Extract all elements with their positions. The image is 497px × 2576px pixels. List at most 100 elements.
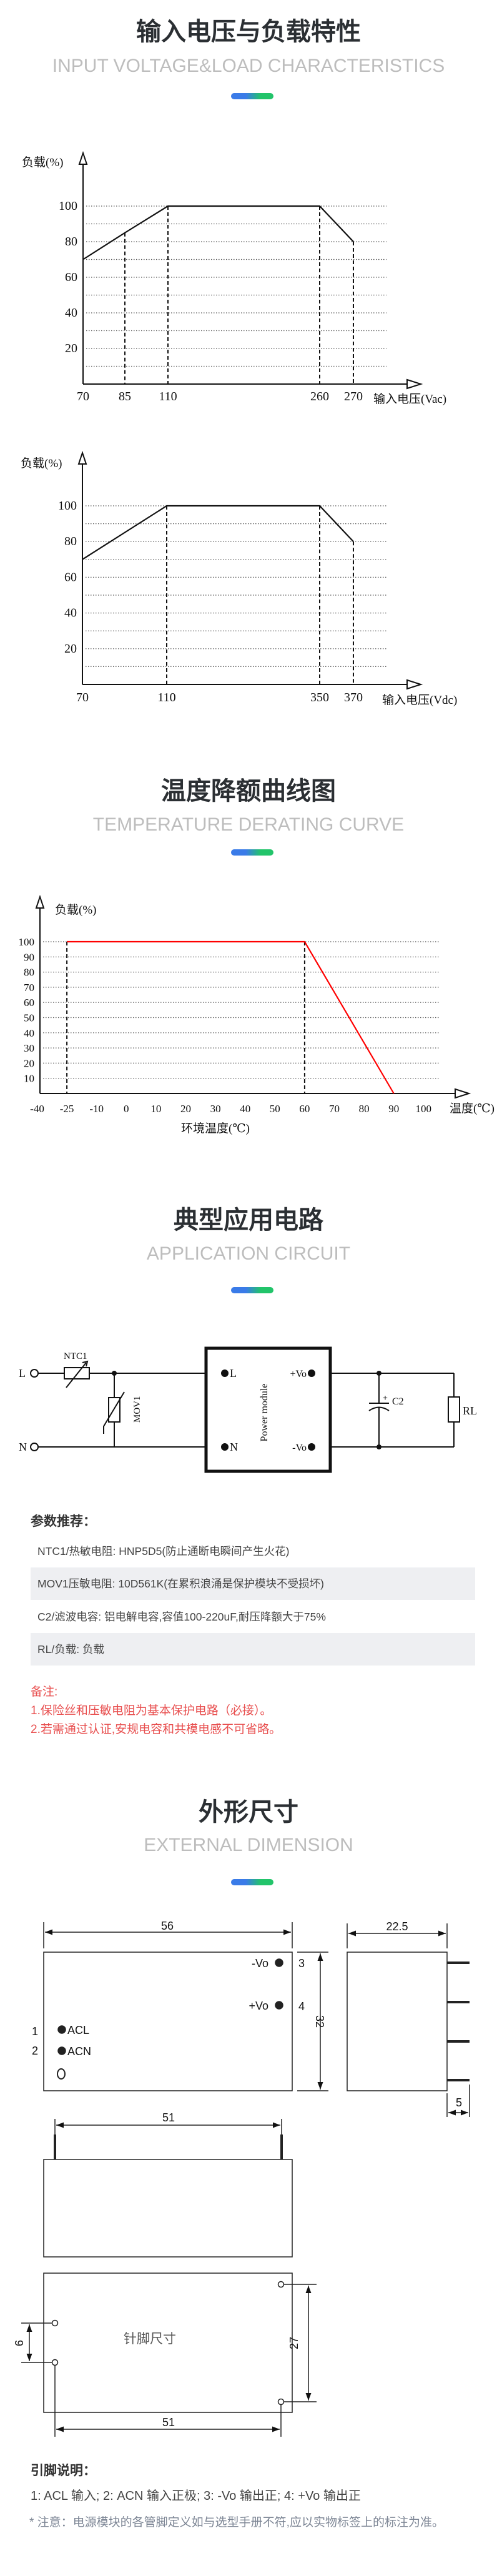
y-tick-label: 50 (24, 1012, 34, 1024)
power-module-label: Power module (259, 1384, 270, 1442)
x-tick-label: 0 (124, 1103, 129, 1115)
y-axis-label: 负载(%) (21, 456, 62, 470)
y-axis-label: 负载(%) (22, 155, 63, 169)
y-tick-label: 20 (65, 342, 77, 355)
x-tick-label: 60 (299, 1103, 310, 1115)
series-line-load (82, 205, 354, 260)
bottom-view (43, 2273, 293, 2413)
section-title-circuit: 典型应用电路 (174, 1207, 323, 1234)
y-tick-label: 80 (65, 235, 77, 249)
x-tick-label: 100 (416, 1103, 432, 1115)
y-tick-label: 20 (64, 642, 77, 656)
module-pin-pos-vo: +Vo (290, 1369, 307, 1379)
x-tick-label: 110 (157, 691, 175, 704)
x-tick-label: 90 (388, 1103, 399, 1115)
y-tick-label: 60 (65, 270, 77, 284)
pin1-name: ACL (67, 2024, 89, 2036)
x-tick-label: 350 (310, 691, 329, 704)
application-circuit: L NTC1 MOV1 N L N +Vo -Vo Power module R… (19, 1346, 477, 1473)
x-tick-label: -40 (30, 1103, 44, 1115)
dim-height: 32 (313, 2015, 326, 2028)
param-row: MOV1压敏电阻: 10D561K(在累积浪涌是保护模块不受损坏) (31, 1567, 475, 1600)
x-tick-label: 70 (77, 390, 89, 403)
section-title-temp: 温度降额曲线图 (161, 777, 336, 805)
remarks-heading: 备注: (31, 1685, 58, 1699)
top-view (43, 1952, 293, 2091)
section-subtitle-dimension: EXTERNAL DIMENSION (144, 1835, 353, 1855)
mov-label: MOV1 (132, 1396, 142, 1423)
section-subtitle-temp: TEMPERATURE DERATING CURVE (92, 814, 405, 835)
y-tick-label: 40 (24, 1027, 34, 1039)
x-tick-label: 50 (270, 1103, 280, 1115)
x-axis-label: 温度(℃) (450, 1102, 495, 1115)
series-line-load (82, 505, 354, 560)
ntc-label: NTC1 (64, 1351, 87, 1361)
dim-pin-span: 51 (162, 2111, 175, 2124)
module-pin-L: L (230, 1367, 237, 1379)
x-tick-label: 30 (210, 1103, 221, 1115)
module-pin-neg-vo: -Vo (292, 1443, 307, 1453)
x-tick-label: 70 (329, 1103, 340, 1115)
x-axis-label: 输入电压(Vdc) (382, 693, 457, 707)
pin-note: * 注意：电源模块的各管脚定义如与选型手册不符,应以实物标签上的标注为准。 (29, 2516, 444, 2529)
y-tick-label: 100 (19, 936, 35, 948)
y-tick-label: 70 (24, 982, 34, 994)
accent-bar (231, 1287, 273, 1293)
dim-pin-pitch: 9 (12, 2340, 25, 2346)
dim-depth: 22.5 (386, 1920, 408, 1933)
section-subtitle-input: INPUT VOLTAGE&LOAD CHARACTERISTICS (52, 56, 445, 76)
y-tick-label: 80 (24, 967, 34, 979)
x-axis-arrow-icon (455, 1088, 471, 1099)
section-title-dimension: 外形尺寸 (199, 1799, 298, 1826)
pin3-number: 3 (298, 1957, 305, 1970)
pin4-name: +Vo (248, 2000, 268, 2012)
x-tick-label: 260 (310, 390, 329, 403)
y-tick-label: 10 (24, 1073, 34, 1085)
x-axis-caption: 环境温度(℃) (181, 1122, 250, 1135)
power-module-box (204, 1346, 332, 1473)
c2-label: C2 (392, 1396, 404, 1407)
dim-pin-span-bottom: 51 (162, 2416, 175, 2429)
pins-heading: 引脚说明： (31, 2464, 96, 2478)
x-tick-label: 270 (344, 390, 363, 403)
pin-description: 1: ACL 输入; 2: ACN 输入正极; 3: -Vo 输出正; 4: +… (31, 2489, 361, 2503)
remark-line: 1.保险丝和压敏电阻为基本保护电路（必接）。 (31, 1704, 272, 1717)
y-axis-label: 负载(%) (55, 903, 96, 917)
y-tick-label: 20 (24, 1057, 34, 1069)
x-axis-label: 输入电压(Vac) (373, 392, 446, 406)
x-tick-label: 40 (240, 1103, 250, 1115)
pin3-name: -Vo (252, 1957, 268, 1970)
y-tick-label: 90 (24, 951, 34, 963)
side-view (347, 1952, 448, 2091)
terminal-N (30, 1443, 39, 1451)
y-tick-label: 60 (64, 570, 77, 584)
x-tick-label: 20 (180, 1103, 191, 1115)
param-row: RL/负载: 负载 (31, 1633, 475, 1666)
pin2-number: 2 (32, 2045, 38, 2057)
params-heading: 参数推荐： (31, 1514, 96, 1529)
x-axis-arrow-icon (406, 679, 423, 690)
accent-bar (231, 1879, 273, 1885)
dim-pin-length: 5 (456, 2096, 462, 2109)
y-axis-arrow-icon (78, 151, 88, 165)
pin1-number: 1 (32, 2025, 38, 2038)
load-resistor (448, 1396, 460, 1423)
terminal-N-label: N (19, 1441, 27, 1453)
front-view (43, 2159, 293, 2258)
x-tick-label: 10 (150, 1103, 161, 1115)
dim-width: 56 (161, 1920, 174, 1932)
x-tick-label: 370 (344, 691, 363, 704)
pin-size-label: 针脚尺寸 (124, 2331, 176, 2346)
y-axis-arrow-icon (35, 894, 45, 909)
param-row: NTC1/热敏电阻: HNP5D5(防止通断电瞬间产生火花) (37, 1545, 290, 1557)
x-tick-label: -25 (60, 1103, 74, 1115)
y-axis-arrow-icon (77, 450, 87, 465)
x-tick-label: 70 (76, 691, 89, 704)
rl-label: RL (463, 1404, 477, 1417)
accent-bar (231, 849, 273, 856)
c2-plus: + (383, 1394, 388, 1403)
y-tick-label: 30 (24, 1042, 34, 1054)
